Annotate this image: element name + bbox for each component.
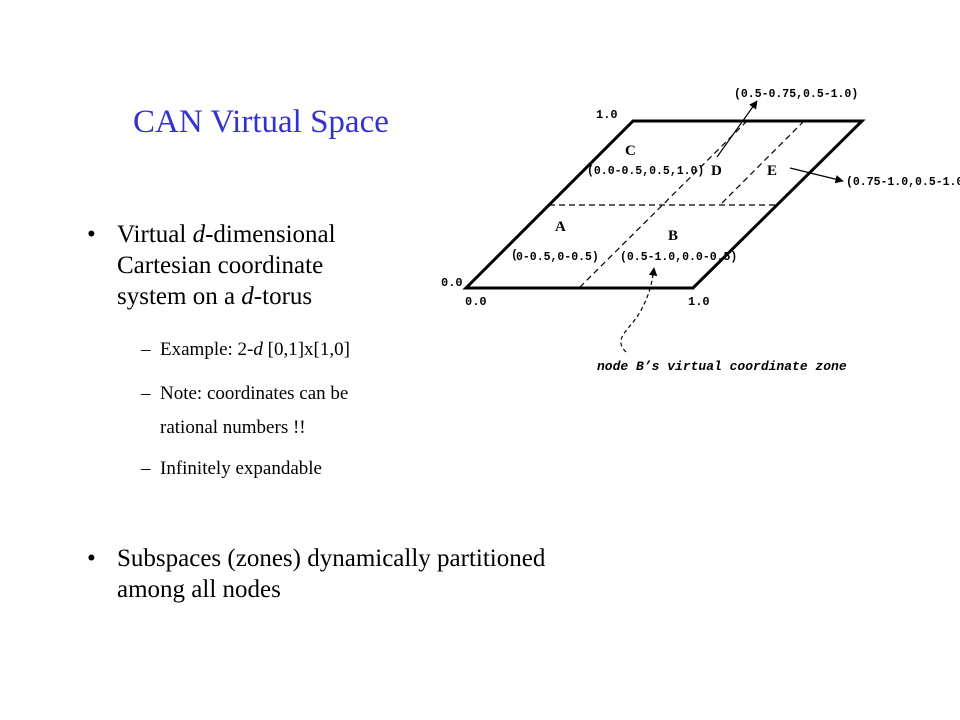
zone-coord-e: (0.75-1.0,0.5-1.0) — [846, 176, 960, 189]
text-fragment: Example: 2- — [160, 339, 254, 360]
sub-bullet-example: – Example: 2-d [0,1]x[1,0] — [141, 338, 350, 362]
text-fragment: [0,1]x[1,0] — [262, 339, 350, 360]
zone-coord-c: (0.0-0.5,0.5,1.0) — [587, 165, 704, 178]
text-fragment-italic: d — [192, 221, 206, 248]
bullet-line-2: among all nodes — [117, 576, 281, 603]
zone-label-b: B — [668, 228, 678, 244]
sub-bullet-note-continued: rational numbers !! — [160, 417, 306, 438]
bullet-line-1: Subspaces (zones) dynamically partitione… — [117, 545, 546, 572]
bullet-line-3: system on a d-torus — [117, 281, 757, 312]
text-fragment-italic: d — [241, 283, 254, 310]
text-fragment: Note: coordinates can be — [160, 383, 349, 404]
axis-label-top-left: 1.0 — [596, 108, 618, 122]
zone-coord-d: (0.5-0.75,0.5-1.0) — [734, 88, 858, 101]
arrow-to-zone-e — [789, 167, 844, 184]
bullet-line-1: Virtual d-dimensional — [117, 219, 757, 250]
text-fragment: Infinitely expandable — [160, 458, 322, 479]
text-fragment: -dimensional — [205, 221, 336, 248]
zone-label-e: E — [767, 163, 777, 179]
text-fragment-italic: d — [253, 339, 263, 360]
text-fragment: -torus — [253, 283, 313, 310]
dash-glyph: – — [141, 458, 151, 479]
sub-bullet-expandable: – Infinitely expandable — [141, 457, 322, 481]
text-fragment: Virtual — [117, 221, 193, 248]
bullet-subspaces: • Subspaces (zones) dynamically partitio… — [87, 543, 757, 605]
axis-label-left: 0.0 — [441, 276, 463, 290]
bullet-dot: • — [87, 221, 96, 248]
bullet-virtual-space: • Virtual d-dimensional Cartesian coordi… — [87, 219, 757, 312]
arrow-to-zone-d — [716, 100, 758, 158]
slide-title: CAN Virtual Space — [133, 104, 389, 140]
zone-coord-a: 0-0.5,0-0.5) — [516, 251, 599, 264]
zone-label-c: C — [625, 143, 636, 159]
bullet-line-2: Cartesian coordinate — [117, 252, 324, 279]
zone-label-a: A — [555, 219, 566, 235]
zone-b-pointer-curve — [620, 267, 658, 353]
zone-coord-b: (0.5-1.0,0.0-0.5) — [620, 251, 737, 264]
axis-label-bottom-right: 1.0 — [688, 295, 710, 309]
sub-bullet-note: – Note: coordinates can be — [141, 382, 349, 406]
zone-label-d: D — [711, 163, 722, 179]
zone-b-note: node B’s virtual coordinate zone — [597, 359, 847, 374]
zone-coord-a-paren: ( — [511, 249, 518, 262]
coordinate-space-outline — [462, 119, 866, 290]
axis-label-bottom-left: 0.0 — [465, 295, 487, 309]
dash-glyph: – — [141, 383, 151, 404]
text-fragment: system on a — [117, 283, 242, 310]
dash-glyph: – — [141, 339, 151, 360]
bullet-dot: • — [87, 545, 96, 572]
